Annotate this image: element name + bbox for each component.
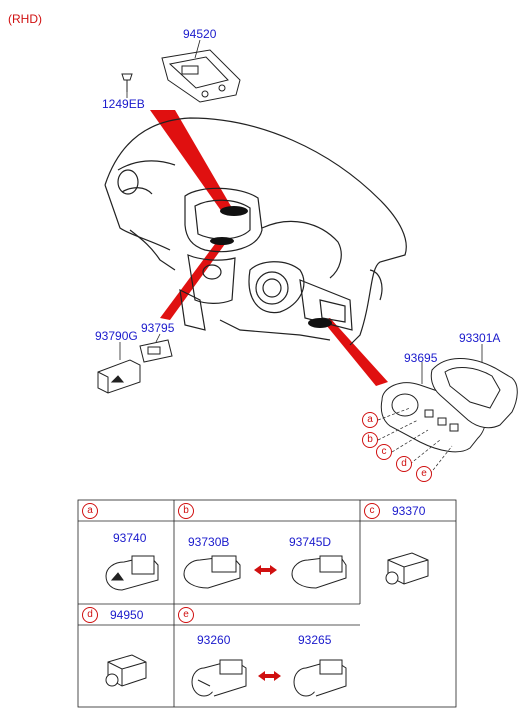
dashboard-outline <box>104 117 407 346</box>
part-93260-drawing <box>191 659 247 697</box>
letter-marker-d: d <box>396 456 412 472</box>
red-pointer-upper <box>150 110 232 212</box>
letter-marker-e: e <box>416 466 432 482</box>
leader-93795 <box>155 333 161 343</box>
part-93730B-drawing <box>183 555 241 589</box>
letter-leaders <box>377 407 453 475</box>
table-letter-c: c <box>364 503 380 519</box>
table-part-93370: 93370 <box>392 504 426 518</box>
dash-opening-upper <box>220 206 248 216</box>
part-93745D-drawing <box>291 555 347 589</box>
table-letter-a: a <box>82 503 98 519</box>
part-93790G-drawing <box>97 359 141 394</box>
drive-side-label: (RHD) <box>8 12 42 26</box>
part-93740-drawing <box>105 555 159 591</box>
part-93265-drawing <box>293 659 347 697</box>
dash-opening-center <box>210 237 234 245</box>
part-94950-drawing <box>105 654 147 687</box>
dash-opening-right <box>308 318 332 328</box>
callout-93695: 93695 <box>404 351 438 365</box>
callout-94520: 94520 <box>183 27 217 41</box>
part-93370-drawing <box>385 552 429 585</box>
table-part-93740: 93740 <box>113 531 147 545</box>
table-part-94950: 94950 <box>110 608 144 622</box>
part-93795-drawing <box>139 339 173 363</box>
swap-arrow-b <box>254 565 277 575</box>
table-part-93260: 93260 <box>197 633 231 647</box>
table-letter-d: d <box>82 607 98 623</box>
table-part-93745D: 93745D <box>289 535 332 549</box>
table-part-93265: 93265 <box>298 633 332 647</box>
callout-93795: 93795 <box>141 321 175 335</box>
table-part-93730B: 93730B <box>188 535 230 549</box>
part-94520-drawing <box>161 49 241 103</box>
leader-94520 <box>194 39 201 59</box>
letter-marker-c: c <box>376 444 392 460</box>
table-letter-b: b <box>178 503 194 519</box>
callout-93790G: 93790G <box>95 329 138 343</box>
part-1249EB-drawing <box>121 73 133 92</box>
red-pointer-right <box>322 318 388 386</box>
parts-table-grid <box>77 499 457 708</box>
callout-1249EB: 1249EB <box>102 97 145 111</box>
part-93301A-drawing <box>430 358 518 429</box>
letter-marker-a: a <box>362 412 378 428</box>
swap-arrow-e <box>258 671 281 681</box>
table-letter-e: e <box>178 607 194 623</box>
letter-marker-b: b <box>362 432 378 448</box>
callout-93301A: 93301A <box>459 331 501 345</box>
